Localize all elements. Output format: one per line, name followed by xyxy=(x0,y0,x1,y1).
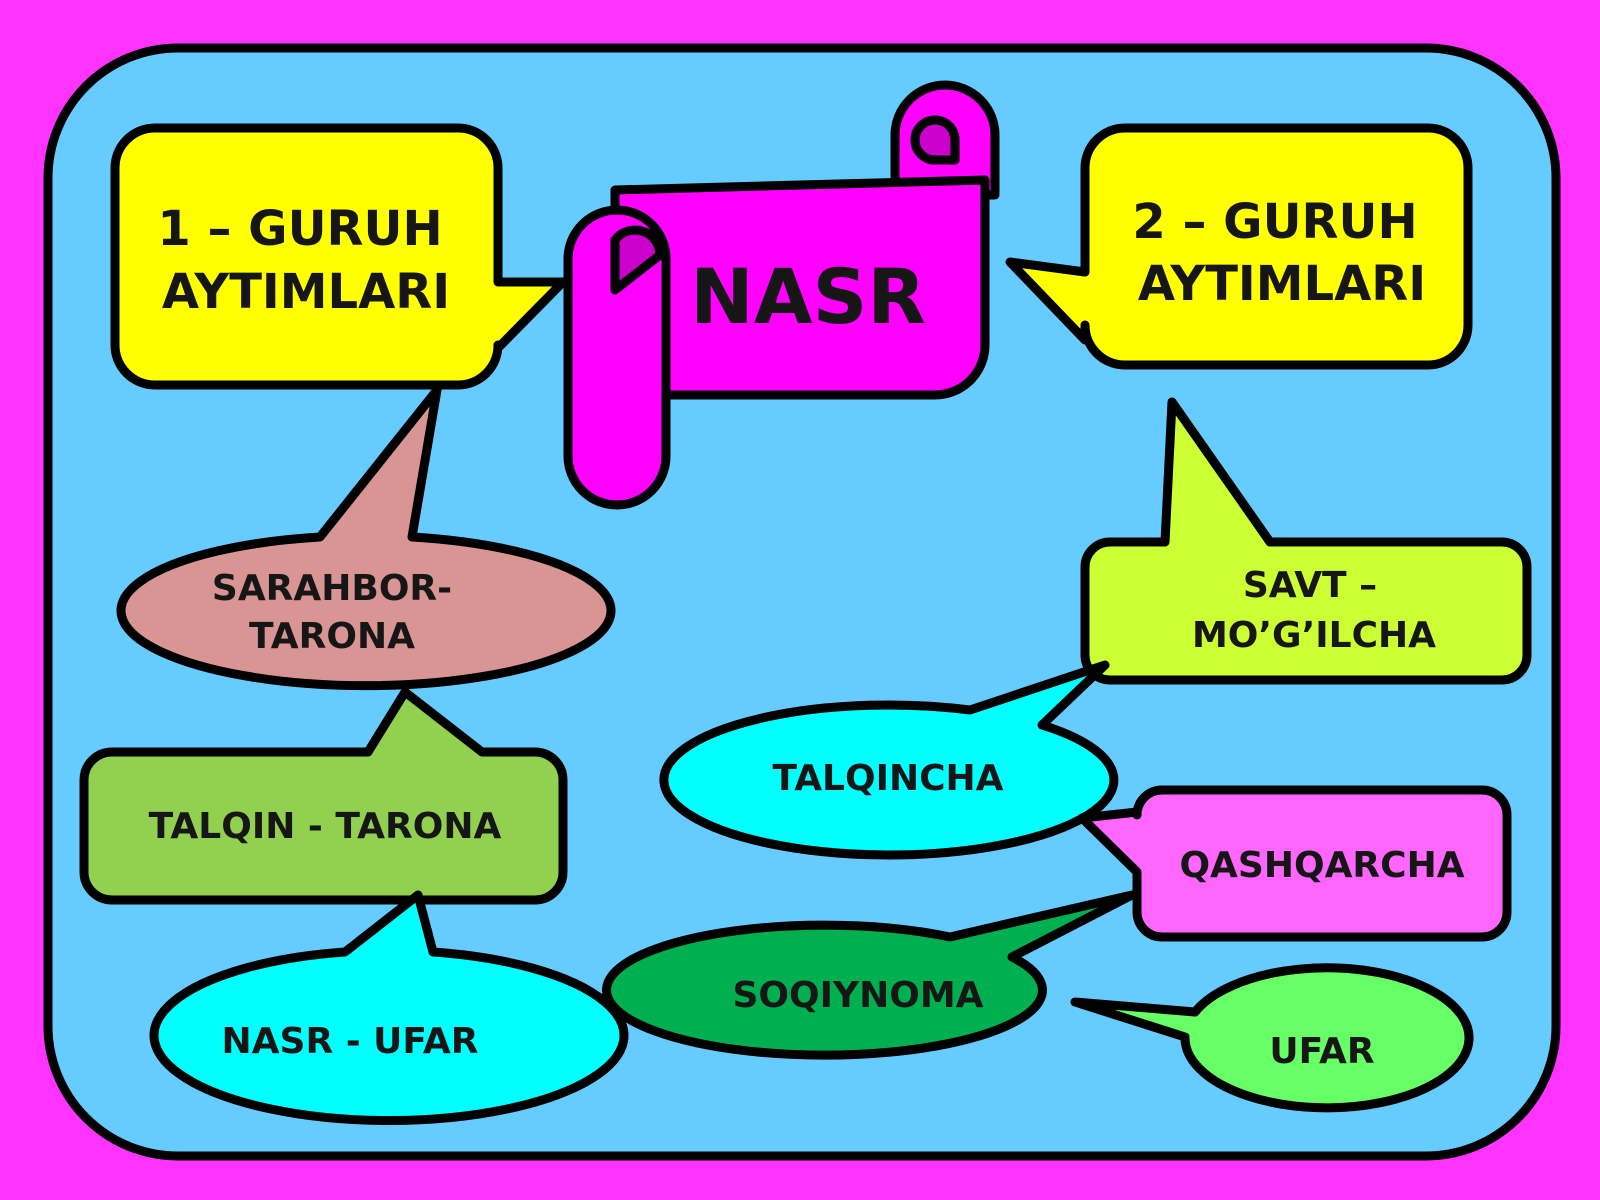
scroll-left-roll xyxy=(563,205,671,510)
scroll-body xyxy=(610,175,990,400)
soqiynoma-node: SOQIYNOMA xyxy=(601,890,1137,1060)
group1-box xyxy=(110,123,568,390)
talqincha-bubble xyxy=(659,660,1119,860)
savt-mogilcha-line2: MO’G’ILCHA xyxy=(1192,615,1436,656)
talqin-tarona-label: TALQIN - TARONA xyxy=(149,806,502,847)
group2-box xyxy=(1005,123,1473,370)
scroll-top-curl-inner xyxy=(910,115,960,165)
group2-line1: 2 – GURUH xyxy=(1132,194,1417,250)
ufar-label: UFAR xyxy=(1269,1031,1374,1072)
qashqarcha-node: QASHQARCHA xyxy=(1077,785,1512,942)
qashqarcha-label: QASHQARCHA xyxy=(1179,845,1464,886)
talqin-tarona-box xyxy=(79,687,568,905)
nasr-ufar-node: NASR - UFAR xyxy=(149,890,629,1125)
talqincha-node: TALQINCHA xyxy=(659,660,1119,860)
sarahbor-tarona-line2: TARONA xyxy=(249,616,415,657)
group1-line1: 1 – GURUH xyxy=(157,201,442,257)
nasr-title: NASR xyxy=(690,252,926,341)
soqiynoma-bubble xyxy=(601,890,1137,1060)
talqin-tarona-node: TALQIN - TARONA xyxy=(79,687,568,905)
group2-line2: AYTIMLARI xyxy=(1138,256,1426,312)
scroll-left-curl-inner xyxy=(610,225,665,295)
ufar-bubble xyxy=(1070,963,1474,1113)
nasr-ufar-bubble xyxy=(149,890,629,1125)
savt-mogilcha-line1: SAVT – xyxy=(1243,565,1377,606)
sarahbor-tarona-line1: SARAHBOR- xyxy=(212,568,452,609)
savt-mogilcha-box xyxy=(1080,397,1532,685)
nasr-scroll: NASR xyxy=(563,80,1000,510)
nasr-ufar-label: NASR - UFAR xyxy=(222,1021,479,1062)
talqincha-label: TALQINCHA xyxy=(772,758,1003,799)
ufar-node: UFAR xyxy=(1070,963,1474,1113)
savt-mogilcha-node: SAVT – MO’G’ILCHA xyxy=(1080,397,1532,685)
group1-line2: AYTIMLARI xyxy=(162,264,450,320)
qashqarcha-box xyxy=(1077,785,1512,942)
group2-callout: 2 – GURUH AYTIMLARI xyxy=(1005,123,1473,370)
soqiynoma-label: SOQIYNOMA xyxy=(732,975,983,1016)
sarahbor-tarona-node: SARAHBOR- TARONA xyxy=(116,385,616,691)
sarahbor-tarona-bubble xyxy=(116,385,616,691)
group1-callout: 1 – GURUH AYTIMLARI xyxy=(110,123,568,390)
